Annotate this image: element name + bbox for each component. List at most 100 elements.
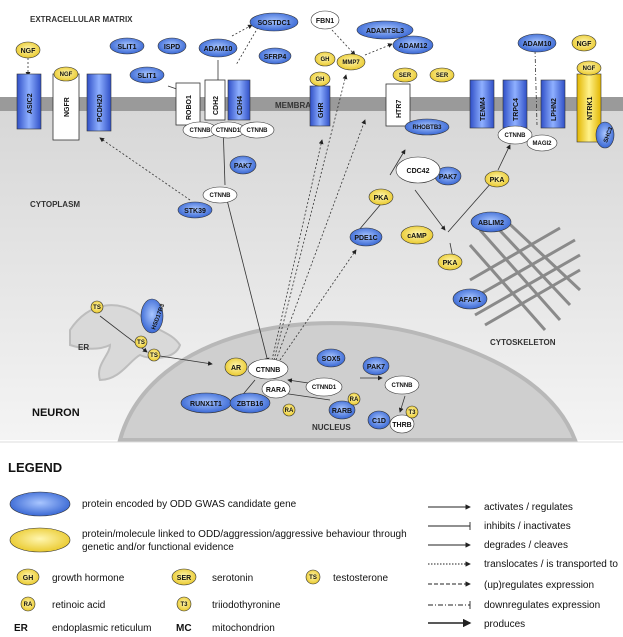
svg-text:CTNNB: CTNNB	[392, 383, 414, 389]
node-ser-2: SER	[429, 67, 455, 83]
node-ngf-3: NGF	[571, 34, 597, 52]
node-ctnnb-right: CTNNB	[497, 125, 533, 145]
legend-arrow-samples	[428, 504, 472, 628]
legend-ra-badge: RA	[20, 596, 36, 612]
legend-blue-text: protein encoded by ODD GWAS candidate ge…	[82, 499, 297, 510]
svg-text:CTNND1: CTNND1	[216, 128, 241, 134]
legend-degrades: degrades / cleaves	[484, 540, 568, 551]
svg-text:ROBO1: ROBO1	[186, 95, 193, 120]
svg-text:PKA: PKA	[443, 260, 458, 267]
node-c1d: C1D	[367, 410, 391, 430]
receptor-pcdh20: PCDH20	[86, 73, 112, 132]
legend-er-badge: ER	[14, 623, 29, 634]
svg-text:SOX5: SOX5	[322, 356, 341, 363]
label-extracellular: EXTRACELLULAR MATRIX	[30, 15, 133, 24]
receptor-cdh4: CDH4	[227, 79, 251, 121]
svg-text:GH: GH	[23, 575, 34, 582]
node-runx1t1: RUNX1T1	[180, 392, 232, 414]
legend-title: LEGEND	[8, 460, 62, 475]
svg-text:NGF: NGF	[21, 48, 37, 55]
legend-produces: produces	[484, 619, 525, 630]
svg-text:cAMP: cAMP	[407, 233, 427, 240]
svg-text:TS: TS	[309, 575, 317, 581]
svg-text:SLIT1: SLIT1	[137, 73, 156, 80]
svg-text:TS: TS	[150, 353, 158, 359]
svg-text:PKA: PKA	[374, 195, 389, 202]
label-er: ER	[78, 343, 89, 352]
svg-text:RA: RA	[24, 602, 33, 608]
node-ts-1: TS	[90, 300, 104, 314]
legend-mc-text: mitochondrion	[212, 623, 275, 634]
svg-text:FBN1: FBN1	[316, 18, 334, 25]
svg-text:CDC42: CDC42	[407, 168, 430, 175]
node-stk39: STK39	[177, 201, 213, 219]
node-ngf-on-ntrk1: NGF	[576, 60, 602, 76]
svg-text:GHR: GHR	[318, 102, 325, 118]
node-ngf-2: NGF	[53, 66, 79, 82]
legend-activates: activates / regulates	[484, 502, 573, 513]
node-ctnnb-nucleus: CTNNB	[247, 358, 289, 380]
svg-text:TS: TS	[137, 340, 145, 346]
node-pak7-a: PAK7	[229, 155, 257, 175]
svg-text:NTRK1: NTRK1	[587, 97, 594, 120]
node-cdc42: CDC42	[395, 156, 441, 184]
legend-ts-text: testosterone	[333, 573, 388, 584]
svg-text:ADAM10: ADAM10	[523, 41, 552, 48]
svg-text:LPHN2: LPHN2	[551, 98, 558, 121]
label-cytoskeleton: CYTOSKELETON	[490, 338, 556, 347]
legend-upregulates: (up)regulates expression	[484, 580, 594, 591]
receptor-ngfr: NGFR	[52, 73, 80, 141]
node-gh-1: GH	[314, 51, 336, 67]
svg-text:NGF: NGF	[583, 66, 596, 72]
node-afap1: AFAP1	[452, 288, 488, 310]
legend-t3-text: triiodothyronine	[212, 600, 281, 611]
node-slit1-a: SLIT1	[109, 37, 145, 55]
node-pde1c: PDE1C	[349, 227, 383, 247]
svg-text:C1D: C1D	[372, 418, 386, 425]
svg-text:STK39: STK39	[184, 208, 206, 215]
node-shc3: SHC3	[595, 121, 615, 149]
svg-text:RUNX1T1: RUNX1T1	[190, 401, 222, 408]
svg-text:CDH4: CDH4	[237, 96, 244, 115]
receptor-htr7: HTR7	[385, 83, 411, 127]
label-neuron: NEURON	[32, 407, 80, 419]
node-gh-2: GH	[309, 71, 331, 87]
svg-text:CTNNB: CTNNB	[247, 128, 269, 134]
svg-text:SOSTDC1: SOSTDC1	[257, 20, 290, 27]
svg-text:NGF: NGF	[577, 41, 593, 48]
legend-mc-badge: MC	[176, 623, 192, 634]
node-t3: T3	[405, 405, 419, 419]
node-ctnnb-nucleus-2: CTNNB	[384, 375, 420, 395]
node-ctnnd1-nucleus: CTNND1	[305, 377, 343, 397]
svg-text:AFAP1: AFAP1	[459, 297, 482, 304]
receptor-tenm4: TENM4	[469, 79, 495, 129]
receptor-lphn2: LPHN2	[540, 79, 566, 129]
node-pka-2: PKA	[484, 170, 510, 188]
svg-text:T3: T3	[180, 602, 188, 608]
receptor-ghr: GHR	[309, 85, 331, 127]
svg-text:TRPC4: TRPC4	[513, 98, 520, 121]
svg-text:CDH2: CDH2	[213, 96, 220, 115]
svg-text:SHC3: SHC3	[603, 126, 614, 144]
legend-yellow-swatch	[9, 527, 71, 553]
svg-text:ADAM12: ADAM12	[399, 43, 428, 50]
legend-yellow-text-2: genetic and/or functional evidence	[82, 542, 234, 553]
node-sox5: SOX5	[316, 348, 346, 368]
node-slit1-b: SLIT1	[129, 66, 165, 84]
node-rara: RARA	[261, 379, 291, 399]
svg-text:AR: AR	[231, 365, 241, 372]
node-rhobtb3: RHOBTB3	[404, 118, 450, 136]
svg-text:SLIT1: SLIT1	[117, 44, 136, 51]
svg-text:ZBTB16: ZBTB16	[237, 401, 264, 408]
svg-text:PDE1C: PDE1C	[354, 235, 377, 242]
receptor-trpc4: TRPC4	[502, 79, 528, 129]
legend-yellow-text-1: protein/molecule linked to ODD/aggressio…	[82, 529, 407, 540]
receptor-cdh2: CDH2	[204, 79, 226, 121]
svg-text:MAGI2: MAGI2	[532, 141, 552, 147]
node-sostdc1: SOSTDC1	[249, 12, 299, 32]
svg-text:GH: GH	[321, 57, 330, 63]
node-ts-3: TS	[147, 348, 161, 362]
node-thrb: THRB	[389, 414, 415, 434]
svg-text:PAK7: PAK7	[367, 364, 385, 371]
legend-ts-badge: TS	[305, 569, 321, 585]
